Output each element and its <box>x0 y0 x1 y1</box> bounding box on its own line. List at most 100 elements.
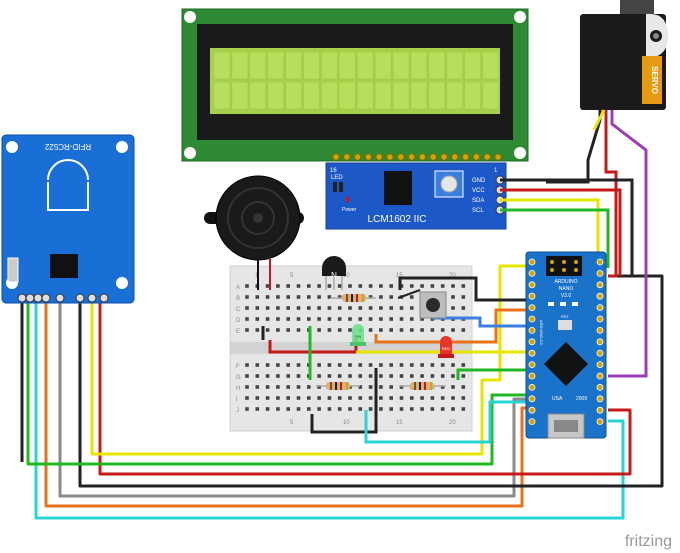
breadboard-hole[interactable] <box>461 374 466 378</box>
breadboard-hole[interactable] <box>358 363 363 367</box>
breadboard-hole[interactable] <box>389 374 393 378</box>
breadboard-hole[interactable] <box>399 374 404 378</box>
breadboard-hole[interactable] <box>410 363 414 367</box>
breadboard-hole[interactable] <box>399 306 404 310</box>
nano-pin-left[interactable] <box>528 315 536 323</box>
nano-pin-right[interactable] <box>596 304 604 312</box>
breadboard-hole[interactable] <box>317 328 321 332</box>
breadboard-hole[interactable] <box>327 363 332 367</box>
lcd-pin[interactable] <box>494 153 502 161</box>
breadboard-hole[interactable] <box>337 374 342 378</box>
breadboard-hole[interactable] <box>440 284 445 288</box>
breadboard-hole[interactable] <box>420 407 424 411</box>
breadboard-hole[interactable] <box>430 396 435 400</box>
breadboard-hole[interactable] <box>317 374 321 378</box>
breadboard-hole[interactable] <box>245 295 249 299</box>
breadboard-hole[interactable] <box>276 306 280 310</box>
breadboard-hole[interactable] <box>327 317 332 321</box>
breadboard-hole[interactable] <box>420 284 424 288</box>
breadboard-hole[interactable] <box>317 306 321 310</box>
breadboard-hole[interactable] <box>296 295 301 299</box>
breadboard-hole[interactable] <box>296 317 301 321</box>
breadboard-hole[interactable] <box>337 306 342 310</box>
breadboard-hole[interactable] <box>276 363 280 367</box>
breadboard-hole[interactable] <box>337 363 342 367</box>
breadboard-hole[interactable] <box>286 407 290 411</box>
breadboard-hole[interactable] <box>348 396 352 400</box>
breadboard-hole[interactable] <box>307 407 311 411</box>
breadboard-hole[interactable] <box>255 328 260 332</box>
breadboard-hole[interactable] <box>399 385 404 389</box>
breadboard-hole[interactable] <box>265 363 270 367</box>
breadboard-hole[interactable] <box>286 295 290 299</box>
breadboard-hole[interactable] <box>389 306 393 310</box>
lcd-pin[interactable] <box>429 153 437 161</box>
breadboard-hole[interactable] <box>276 317 280 321</box>
breadboard-hole[interactable] <box>276 284 280 288</box>
breadboard-hole[interactable] <box>461 407 466 411</box>
breadboard-hole[interactable] <box>440 328 445 332</box>
breadboard-hole[interactable] <box>286 374 290 378</box>
nano-pin-left[interactable] <box>528 395 536 403</box>
lcd-pin[interactable] <box>397 153 405 161</box>
breadboard-hole[interactable] <box>440 385 445 389</box>
breadboard-hole[interactable] <box>368 385 373 389</box>
breadboard-hole[interactable] <box>379 284 383 288</box>
nano-pin-left[interactable] <box>528 269 536 277</box>
lcd-pin[interactable] <box>364 153 373 161</box>
breadboard-hole[interactable] <box>348 284 352 288</box>
breadboard-hole[interactable] <box>379 363 383 367</box>
breadboard-hole[interactable] <box>389 317 393 321</box>
breadboard-hole[interactable] <box>440 407 445 411</box>
breadboard-hole[interactable] <box>317 385 321 389</box>
breadboard-hole[interactable] <box>245 407 249 411</box>
breadboard-hole[interactable] <box>307 396 311 400</box>
breadboard-hole[interactable] <box>327 295 332 299</box>
breadboard-hole[interactable] <box>430 363 435 367</box>
breadboard-hole[interactable] <box>389 284 393 288</box>
breadboard-hole[interactable] <box>286 317 290 321</box>
nano-pin-right[interactable] <box>596 269 604 277</box>
breadboard-hole[interactable] <box>296 385 301 389</box>
breadboard-hole[interactable] <box>420 396 424 400</box>
breadboard-hole[interactable] <box>379 328 383 332</box>
breadboard-hole[interactable] <box>255 385 260 389</box>
breadboard-hole[interactable] <box>286 385 290 389</box>
breadboard-hole[interactable] <box>317 407 321 411</box>
breadboard-hole[interactable] <box>440 396 445 400</box>
lcd-pin[interactable] <box>483 153 491 161</box>
breadboard-hole[interactable] <box>461 295 466 299</box>
breadboard-hole[interactable] <box>255 317 260 321</box>
nano-pin-left[interactable] <box>528 338 536 346</box>
breadboard-hole[interactable] <box>440 374 445 378</box>
breadboard-hole[interactable] <box>358 385 363 389</box>
lcd-pin[interactable] <box>375 153 383 161</box>
breadboard-hole[interactable] <box>296 407 301 411</box>
breadboard-hole[interactable] <box>410 284 414 288</box>
breadboard-hole[interactable] <box>379 374 383 378</box>
breadboard-hole[interactable] <box>399 328 404 332</box>
breadboard-hole[interactable] <box>358 374 363 378</box>
nano-pin-left[interactable] <box>528 281 536 289</box>
breadboard-hole[interactable] <box>286 284 290 288</box>
breadboard-hole[interactable] <box>276 295 280 299</box>
breadboard-hole[interactable] <box>327 306 332 310</box>
nano-pin-right[interactable] <box>596 361 604 369</box>
breadboard-hole[interactable] <box>265 306 270 310</box>
breadboard-hole[interactable] <box>265 284 270 288</box>
breadboard-hole[interactable] <box>451 374 455 378</box>
breadboard-hole[interactable] <box>286 363 290 367</box>
nano-pin-left[interactable] <box>528 349 536 357</box>
pushbutton-cap[interactable] <box>426 298 440 312</box>
breadboard-hole[interactable] <box>368 306 373 310</box>
breadboard-hole[interactable] <box>327 396 332 400</box>
breadboard-hole[interactable] <box>461 284 466 288</box>
nano-pin-right[interactable] <box>596 281 604 289</box>
breadboard-hole[interactable] <box>337 284 342 288</box>
breadboard-hole[interactable] <box>461 306 466 310</box>
breadboard-hole[interactable] <box>255 306 260 310</box>
breadboard-hole[interactable] <box>245 374 249 378</box>
breadboard-hole[interactable] <box>461 328 466 332</box>
breadboard-hole[interactable] <box>296 328 301 332</box>
breadboard-hole[interactable] <box>255 295 260 299</box>
